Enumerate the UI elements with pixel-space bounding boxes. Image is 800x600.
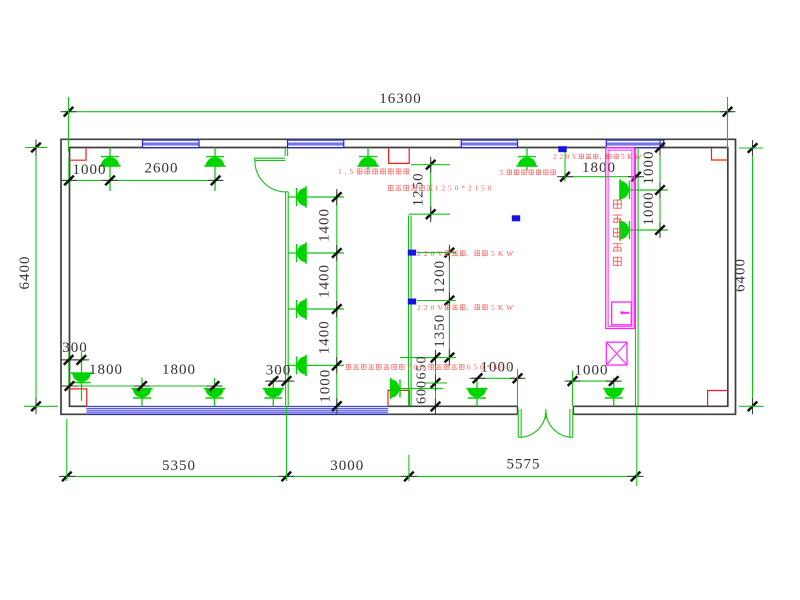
svg-text:1400: 1400 bbox=[316, 208, 332, 242]
svg-text:1 2 5 0 * 2 1 5 0: 1 2 5 0 * 2 1 5 0 bbox=[435, 184, 492, 193]
svg-text:5 K W: 5 K W bbox=[491, 249, 514, 258]
svg-text:3: 3 bbox=[499, 168, 504, 177]
svg-text:2600: 2600 bbox=[145, 160, 179, 176]
svg-text:1400: 1400 bbox=[316, 320, 332, 354]
svg-text:,: , bbox=[600, 153, 603, 161]
svg-text:7 0 0: 7 0 0 bbox=[407, 363, 425, 372]
svg-text:1250: 1250 bbox=[411, 172, 427, 206]
svg-text:3000: 3000 bbox=[330, 458, 364, 474]
svg-text:6400: 6400 bbox=[17, 256, 33, 290]
svg-text:2 2 0 V: 2 2 0 V bbox=[553, 153, 577, 161]
svg-text:650: 650 bbox=[415, 356, 430, 380]
svg-text:6 5 0 * 6 5 0: 6 5 0 * 6 5 0 bbox=[467, 363, 511, 372]
svg-text:1000: 1000 bbox=[641, 151, 657, 185]
svg-text:1000: 1000 bbox=[641, 192, 657, 226]
svg-text:1000: 1000 bbox=[318, 369, 334, 403]
svg-text:16300: 16300 bbox=[379, 91, 422, 107]
svg-text:1800: 1800 bbox=[89, 362, 123, 378]
svg-text:5 K W: 5 K W bbox=[491, 303, 514, 312]
svg-text:600: 600 bbox=[415, 380, 430, 404]
svg-text:1350: 1350 bbox=[432, 314, 448, 348]
svg-text:300: 300 bbox=[62, 340, 88, 356]
svg-text:1800: 1800 bbox=[582, 160, 616, 176]
svg-text:1000: 1000 bbox=[481, 360, 515, 376]
svg-text:6400: 6400 bbox=[732, 258, 748, 292]
svg-text:2 2 0 V: 2 2 0 V bbox=[417, 303, 443, 312]
svg-text:1000: 1000 bbox=[575, 363, 609, 379]
svg-text:5 K W: 5 K W bbox=[621, 153, 642, 161]
svg-text:1400: 1400 bbox=[316, 264, 332, 298]
svg-text:2 2 0 V: 2 2 0 V bbox=[417, 249, 443, 258]
svg-text:,: , bbox=[467, 250, 470, 258]
svg-text:1800: 1800 bbox=[162, 362, 196, 378]
svg-text:,: , bbox=[467, 304, 470, 312]
svg-text:300: 300 bbox=[266, 362, 292, 378]
svg-text:5350: 5350 bbox=[162, 458, 196, 474]
svg-text:1 . 5: 1 . 5 bbox=[338, 167, 354, 176]
svg-text:1000: 1000 bbox=[73, 162, 107, 178]
svg-text:1200: 1200 bbox=[432, 260, 448, 294]
svg-text:5575: 5575 bbox=[507, 457, 541, 473]
